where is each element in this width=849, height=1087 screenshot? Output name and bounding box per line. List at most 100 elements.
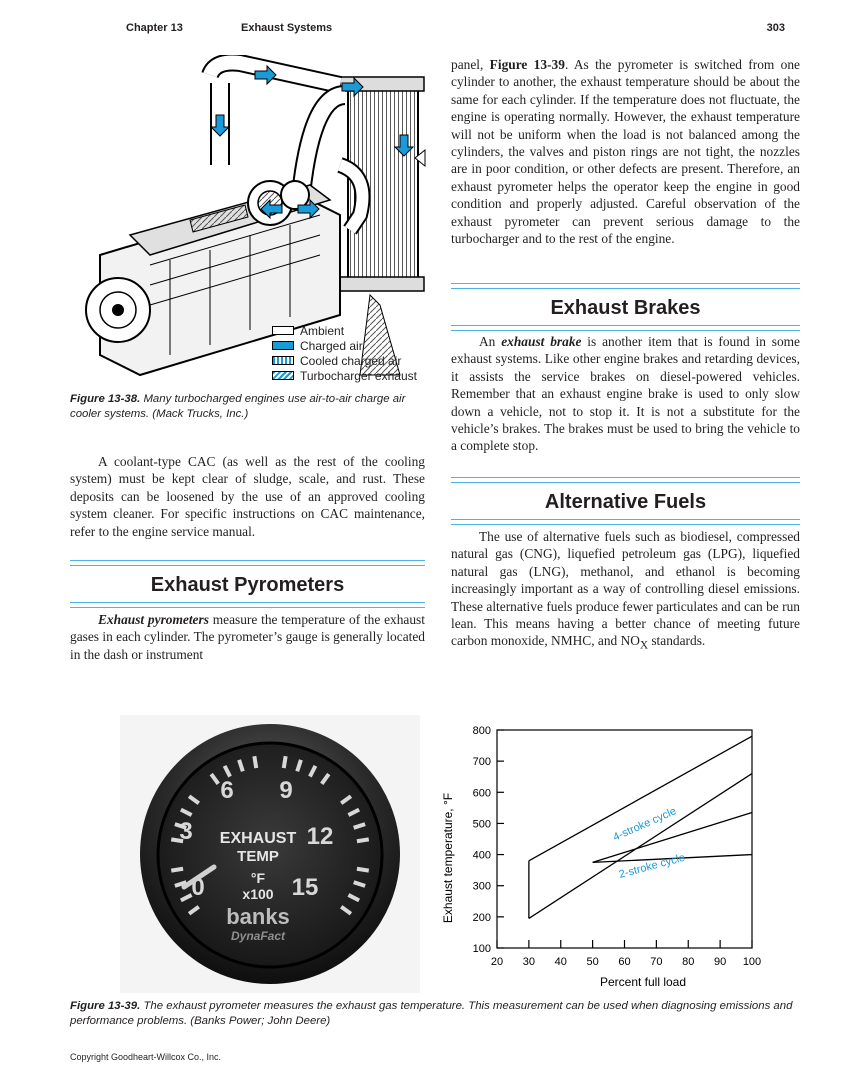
gauge-tick — [281, 755, 288, 769]
legend-item: Charged air — [272, 338, 417, 353]
series-2-stroke-lower-line — [592, 853, 753, 864]
gauge-tick — [347, 807, 361, 817]
chart-x-axis-label: Percent full load — [600, 975, 686, 989]
figure-38-caption: Figure 13-38. Many turbocharged engines … — [70, 392, 435, 422]
fuels-paragraph-block: The use of alternative fuels such as bio… — [451, 528, 800, 656]
heading-rule — [70, 602, 425, 608]
caption-text: Many turbocharged engines use air-to-air… — [70, 393, 406, 420]
series-4-stroke-upper-line — [528, 735, 753, 862]
x-tick-label: 80 — [682, 956, 694, 968]
gauge-tick — [174, 822, 187, 830]
gauge-ticks — [170, 755, 370, 916]
gauge-tick — [187, 794, 200, 805]
gauge-tick — [179, 893, 193, 903]
term-exhaust-brake: exhaust brake — [501, 334, 582, 349]
pyrometers-paragraph: Exhaust pyrometers measure the temperatu… — [70, 611, 425, 663]
heading-rule — [451, 519, 800, 525]
continuation-paragraph: panel, Figure 13-39. As the pyrometer is… — [451, 56, 800, 247]
figure-ref: Figure 13-39 — [489, 57, 565, 72]
brakes-paragraph-block: An exhaust brake is another item that is… — [451, 333, 800, 455]
gauge-tick — [170, 866, 184, 873]
figure-38-legend: Ambient Charged air Cooled charged air T… — [272, 323, 417, 383]
x-tick-label: 90 — [714, 956, 726, 968]
gauge-brand-logo: banks — [226, 904, 290, 929]
nox-subscript: X — [639, 640, 648, 653]
y-tick-label: 500 — [473, 818, 491, 830]
heading-text: Exhaust Pyrometers — [150, 574, 345, 596]
cont-text: . As the pyrometer is switched from one … — [451, 57, 800, 247]
gauge-tick — [340, 794, 353, 805]
y-tick-label: 100 — [473, 943, 491, 955]
heading-rule — [70, 560, 425, 566]
legend-swatch-ambient — [272, 326, 294, 335]
gauge-tick — [237, 759, 245, 772]
gauge-tick — [308, 764, 318, 778]
gauge-tick — [295, 759, 303, 772]
gauge-tick — [179, 807, 193, 817]
x-tick-label: 30 — [523, 956, 535, 968]
gauge-tick — [209, 772, 220, 785]
gauge-tick — [347, 893, 361, 903]
legend-label: Turbocharger exhaust — [300, 368, 417, 383]
series-label-2-stroke: 2-stroke cycle — [618, 852, 687, 881]
gauge-label-unit: °F — [251, 870, 266, 886]
x-tick-label: 20 — [491, 956, 503, 968]
y-tick-label: 200 — [473, 912, 491, 924]
legend-swatch-charged-air — [272, 341, 294, 350]
legend-item: Ambient — [272, 323, 417, 338]
gauge-label-temp: TEMP — [237, 848, 279, 865]
gauge-number-15: 15 — [292, 874, 319, 901]
pyrometer-gauge-photo: 0 3 6 9 12 15 EXHAUST TEMP °F x100 banks… — [120, 715, 420, 993]
caption-label: Figure 13-39. — [70, 1000, 141, 1012]
series-2-stroke-upper-line — [592, 811, 753, 863]
exhaust-brakes-heading: Exhaust Brakes — [451, 283, 800, 331]
x-tick-label: 60 — [618, 956, 630, 968]
gauge-label-scale: x100 — [242, 886, 273, 902]
gauge-tick — [353, 822, 366, 830]
legend-label: Ambient — [300, 323, 345, 338]
brakes-start: An — [479, 334, 502, 349]
series-label-4-stroke: 4-stroke cycle — [611, 805, 678, 844]
continuation-paragraph-block: panel, Figure 13-39. As the pyrometer is… — [451, 56, 800, 247]
x-tick-label: 40 — [555, 956, 567, 968]
heading-rule — [451, 283, 800, 289]
gauge-tick — [174, 880, 187, 888]
heading-text: Alternative Fuels — [544, 491, 707, 513]
y-tick-label: 600 — [473, 787, 491, 799]
gauge-tick — [356, 866, 370, 873]
chart-y-axis-label: Exhaust temperature, °F — [441, 793, 455, 923]
x-tick-label: 50 — [587, 956, 599, 968]
gauge-tick — [356, 837, 370, 844]
heading-rule — [451, 477, 800, 483]
gauge-tick — [170, 837, 184, 844]
alternative-fuels-heading: Alternative Fuels — [451, 477, 800, 525]
heading-rule — [451, 325, 800, 331]
legend-item: Cooled charged air — [272, 353, 417, 368]
gauge-numbers: 0 3 6 9 12 15 — [179, 777, 333, 901]
legend-label: Cooled charged air — [300, 353, 402, 368]
gauge-label-exhaust: EXHAUST — [220, 830, 297, 847]
cac-paragraph-block: A coolant-type CAC (as well as the rest … — [70, 453, 425, 540]
gauge-brand-subtitle: DynaFact — [231, 929, 286, 943]
gauge-tick — [320, 772, 331, 785]
caption-text: The exhaust pyrometer measures the exhau… — [70, 1000, 793, 1027]
cac-paragraph: A coolant-type CAC (as well as the rest … — [70, 454, 425, 539]
gauge-number-3: 3 — [179, 818, 192, 845]
term-exhaust-pyrometers: Exhaust pyrometers — [98, 612, 209, 627]
y-tick-label: 300 — [473, 881, 491, 893]
gauge-tick — [340, 905, 353, 916]
brakes-paragraph: An exhaust brake is another item that is… — [451, 333, 800, 455]
cont-start: panel, — [451, 57, 490, 72]
engine-illustration — [85, 55, 426, 377]
page-number: 303 — [766, 22, 785, 34]
chapter-label: Chapter 13 — [126, 22, 183, 34]
fuels-text: The use of alternative fuels such as bio… — [451, 529, 800, 649]
y-tick-label: 800 — [473, 725, 491, 737]
y-tick-label: 400 — [473, 850, 491, 862]
pyrometers-text: measure the temperature of the exhaust g… — [70, 612, 425, 662]
gauge-number-9: 9 — [279, 777, 292, 804]
x-tick-label: 70 — [650, 956, 662, 968]
brakes-text: is another item that is found in some ex… — [451, 334, 801, 454]
y-tick-label: 700 — [473, 756, 491, 768]
legend-swatch-cooled-charged-air — [272, 356, 294, 365]
